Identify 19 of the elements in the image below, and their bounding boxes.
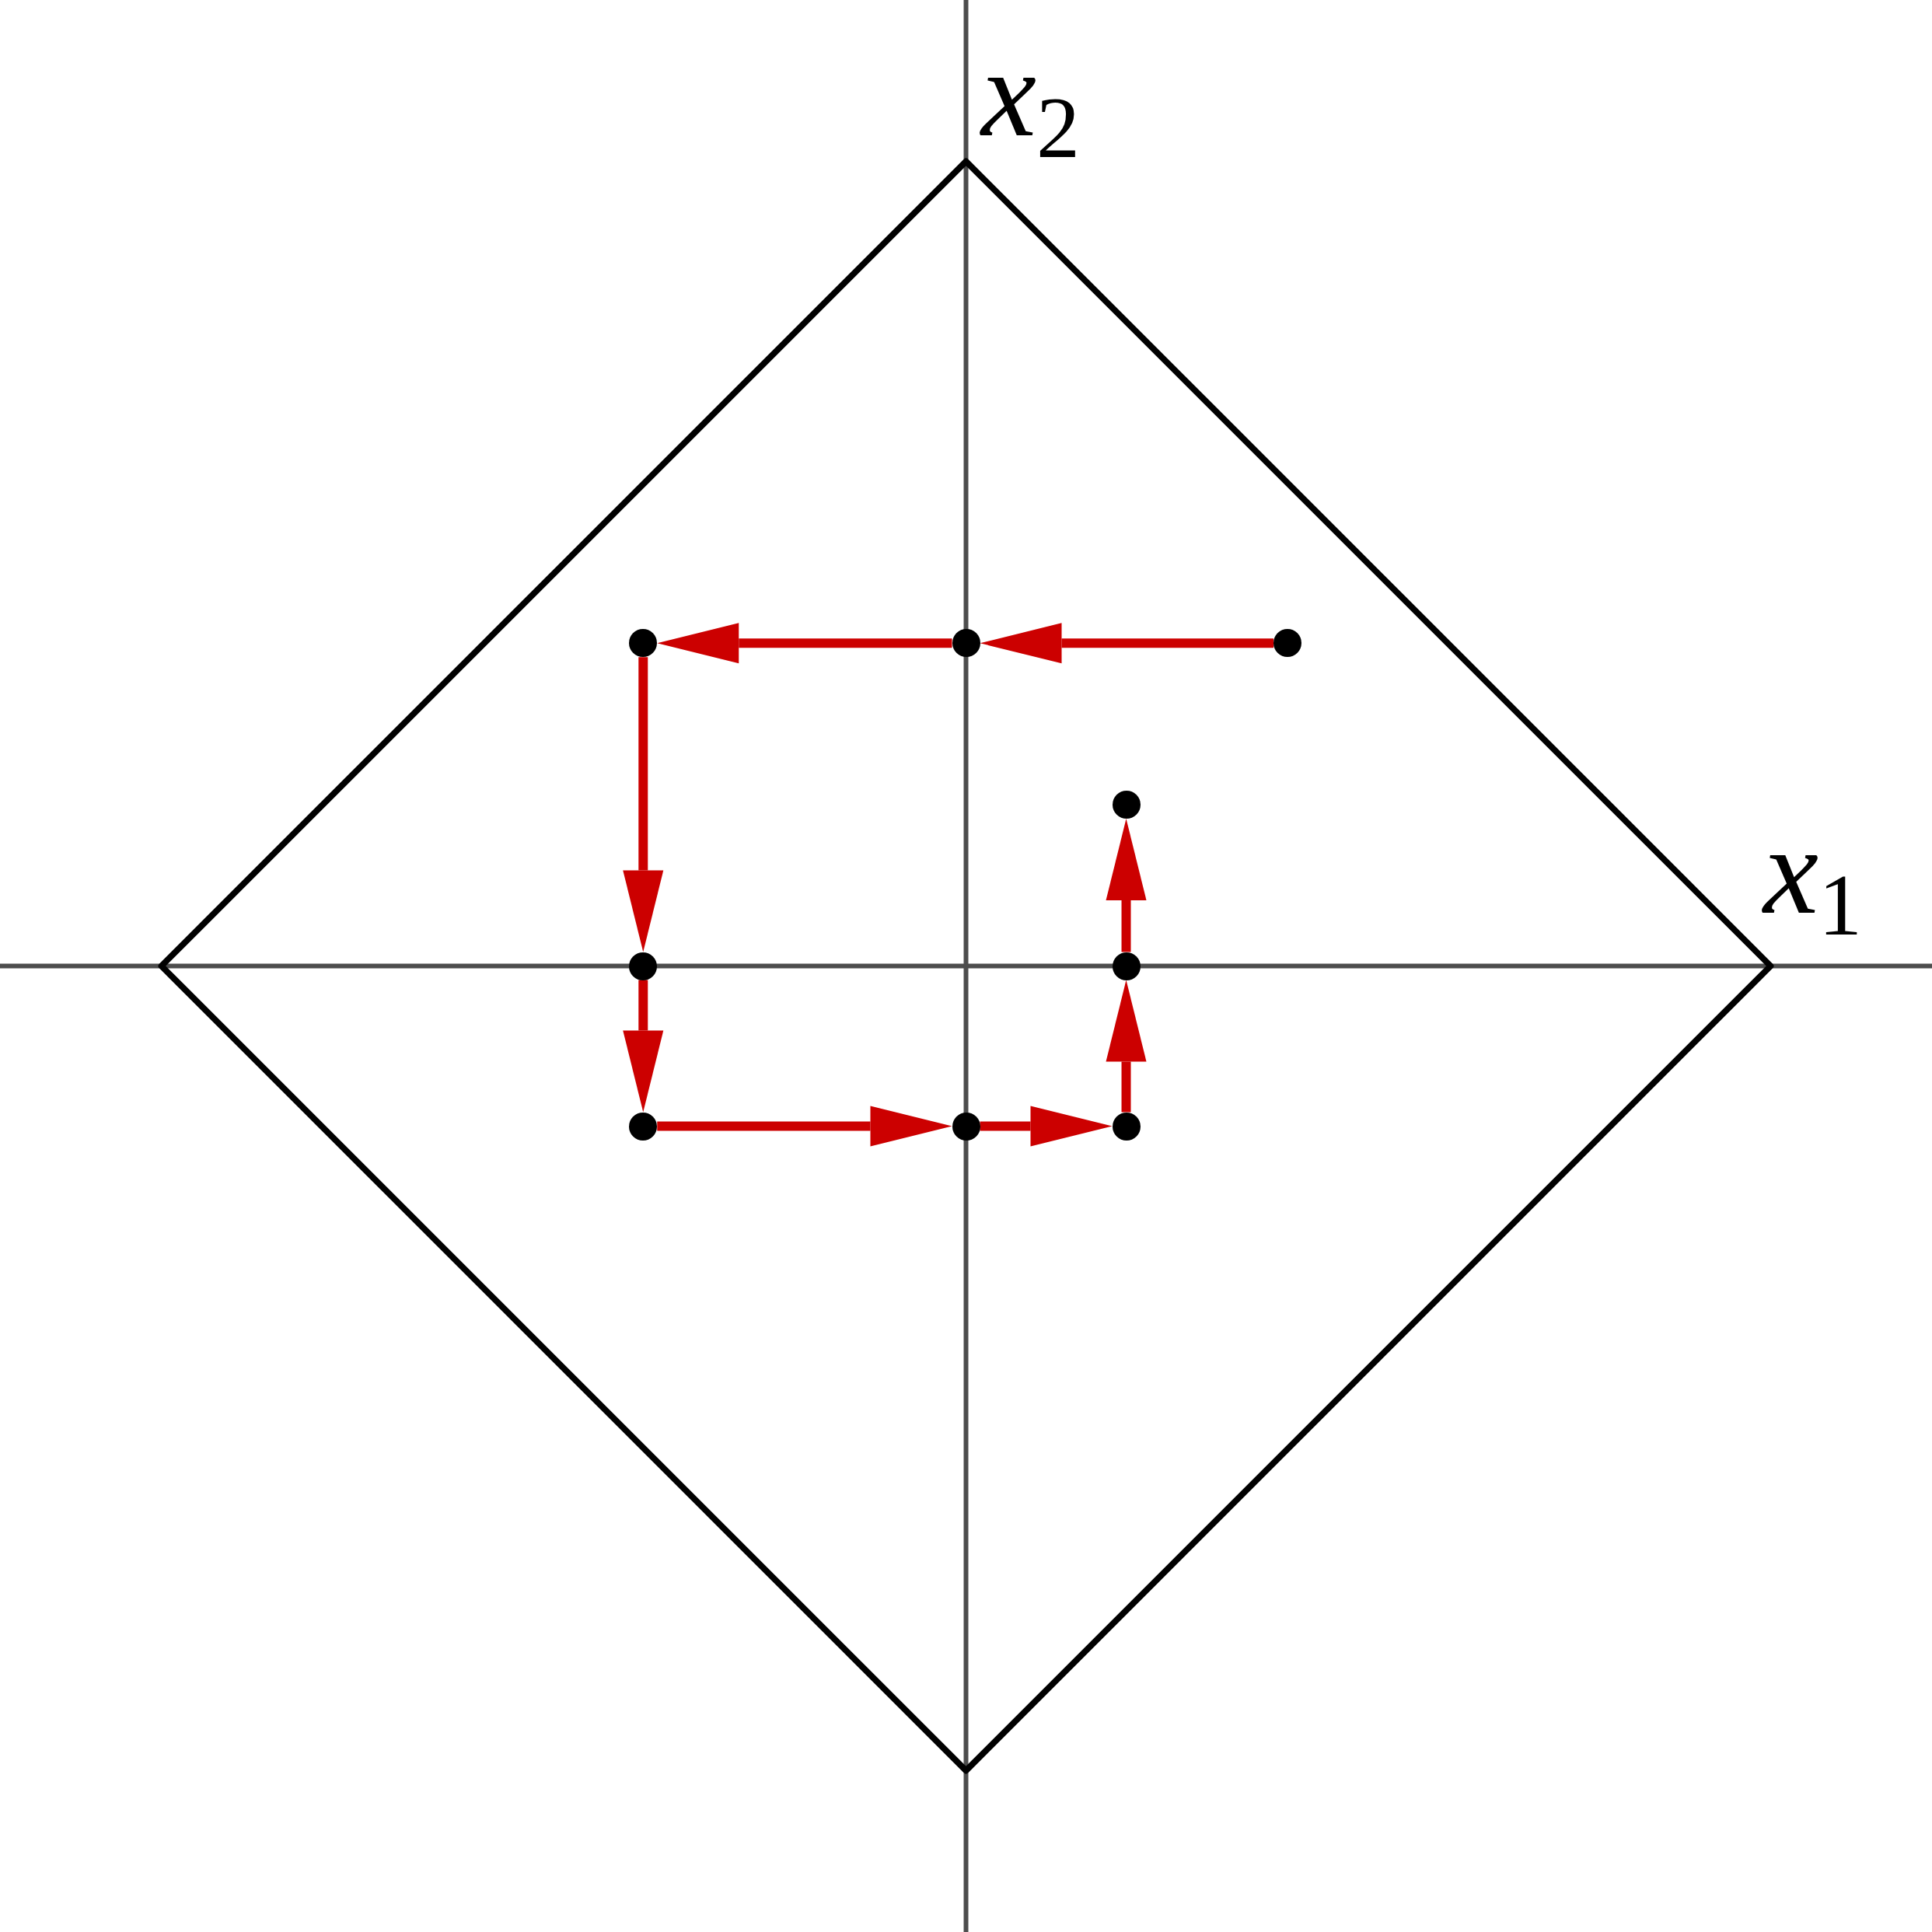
point-dot (629, 952, 658, 980)
arrow (657, 1106, 952, 1147)
point-dot (629, 629, 658, 658)
arrow (623, 657, 664, 952)
point-dot (629, 1112, 658, 1141)
arrow (657, 623, 952, 664)
point-dot (952, 629, 980, 658)
axis-label: x$_{2}$ (981, 31, 1080, 171)
arrow (623, 980, 664, 1113)
arrow (980, 623, 1274, 664)
point-dot (1112, 952, 1141, 980)
axis-label: x$_{1}$ (1763, 809, 1862, 949)
point-dot (1273, 629, 1302, 658)
arrow (980, 1106, 1113, 1147)
arrow (1106, 980, 1147, 1113)
point-dot (1112, 790, 1141, 819)
arrow (1106, 818, 1147, 952)
point-dot (952, 1112, 980, 1141)
point-dot (1112, 1112, 1141, 1141)
